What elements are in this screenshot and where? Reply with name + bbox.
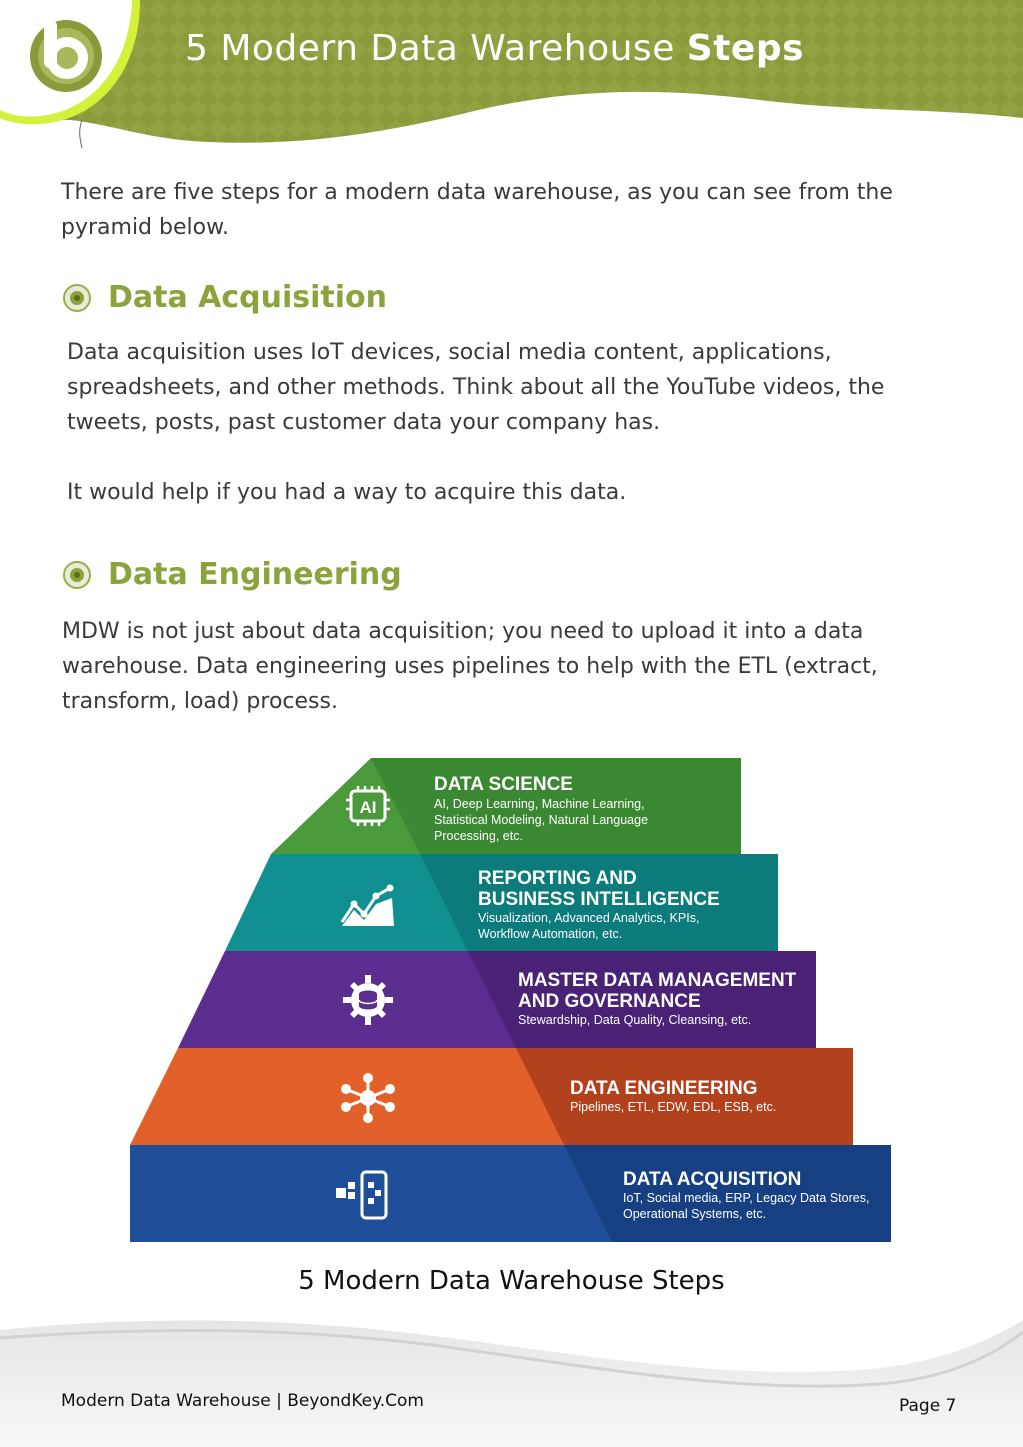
ai-chip-icon: AI — [346, 786, 390, 826]
pyramid-level-desc: Visualization, Advanced Analytics, KPIs, — [478, 911, 699, 925]
section-heading-data-acquisition: Data Acquisition — [62, 280, 387, 315]
pyramid-level-title: DATA SCIENCE — [434, 774, 573, 795]
svg-text:MASTER DATA MANAGEMENT A: MASTER DATA MANAGEMENT AND GOVERNANCE St… — [518, 970, 801, 1027]
pyramid-level-title: AND GOVERNANCE — [518, 991, 701, 1012]
section-title: Data Acquisition — [108, 280, 388, 315]
pyramid-level-data-acquisition: DATA ACQUISITION IoT, Social media, ERP,… — [130, 1145, 891, 1242]
section-heading-data-engineering: Data Engineering — [62, 557, 402, 592]
section-paragraph: It would help if you had a way to acquir… — [67, 480, 627, 505]
gear-database-icon — [343, 975, 393, 1025]
network-hub-icon — [341, 1073, 395, 1123]
svg-text:AI: AI — [360, 798, 377, 817]
pyramid-level-desc: IoT, Social media, ERP, Legacy Data Stor… — [623, 1191, 869, 1205]
figure-caption: 5 Modern Data Warehouse Steps — [298, 1266, 725, 1296]
svg-text:REPORTING AND BUSINESS I: REPORTING AND BUSINESS INTELLIGENCE Visu… — [478, 868, 724, 941]
svg-text:DATA ENGINEERING Pipelin: DATA ENGINEERING Pipelines, ETL, EDW, ED… — [570, 1078, 776, 1114]
pyramid-level-title: BUSINESS INTELLIGENCE — [478, 889, 720, 910]
pyramid-level-mdm: MASTER DATA MANAGEMENT AND GOVERNANCE St… — [178, 951, 816, 1048]
svg-text:DATA SCIENCE AI, Deep Le: DATA SCIENCE AI, Deep Learning, Machine … — [434, 774, 652, 843]
page-number: Page 7 — [899, 1396, 957, 1416]
pyramid-level-data-engineering: DATA ENGINEERING Pipelines, ETL, EDW, ED… — [130, 1048, 853, 1145]
target-bullet-icon — [63, 560, 91, 589]
mobile-data-icon — [336, 1170, 388, 1220]
pyramid-diagram: AI DATA SCIENCE AI, Deep Learning, Machi… — [130, 758, 891, 1242]
pyramid-level-desc: Stewardship, Data Quality, Cleansing, et… — [518, 1013, 751, 1027]
pyramid-level-reporting-bi: REPORTING AND BUSINESS INTELLIGENCE Visu… — [225, 854, 778, 951]
pyramid-level-desc: Operational Systems, etc. — [623, 1207, 766, 1221]
pyramid-level-desc: Workflow Automation, etc. — [478, 927, 622, 941]
pyramid-level-desc: Processing, etc. — [434, 829, 523, 843]
pyramid-level-desc: AI, Deep Learning, Machine Learning, — [434, 797, 645, 811]
pyramid-level-title: REPORTING AND — [478, 868, 637, 889]
intro-paragraph: There are five steps for a modern data w… — [61, 180, 893, 240]
target-bullet-icon — [63, 283, 91, 312]
section-title: Data Engineering — [108, 557, 402, 592]
header-banner — [0, 0, 1023, 149]
section-paragraph: Data acquisition uses IoT devices, socia… — [67, 340, 885, 435]
logo — [0, 0, 140, 125]
pyramid-level-title: MASTER DATA MANAGEMENT — [518, 970, 797, 991]
pyramid-level-data-science: AI DATA SCIENCE AI, Deep Learning, Machi… — [271, 758, 741, 854]
pyramid-level-desc: Pipelines, ETL, EDW, EDL, ESB, etc. — [570, 1100, 776, 1114]
pyramid-level-title: DATA ACQUISITION — [623, 1169, 801, 1190]
page-title-bold: Steps — [686, 28, 805, 69]
pyramid-level-desc: Statistical Modeling, Natural Language — [434, 813, 648, 827]
page-title-regular: 5 Modern Data Warehouse — [185, 28, 687, 69]
footer-band — [0, 1320, 1023, 1447]
pyramid-level-title: DATA ENGINEERING — [570, 1078, 758, 1099]
svg-text:DATA ACQUISITION IoT, So: DATA ACQUISITION IoT, Social media, ERP,… — [623, 1169, 874, 1221]
page-title: 5 Modern Data Warehouse Steps — [185, 28, 804, 69]
beyondkey-logo-icon — [30, 20, 102, 92]
footer-doc-title: Modern Data Warehouse | BeyondKey.Com — [61, 1391, 424, 1411]
section-paragraph: MDW is not just about data acquisition; … — [62, 619, 878, 714]
line-chart-icon — [340, 884, 394, 926]
